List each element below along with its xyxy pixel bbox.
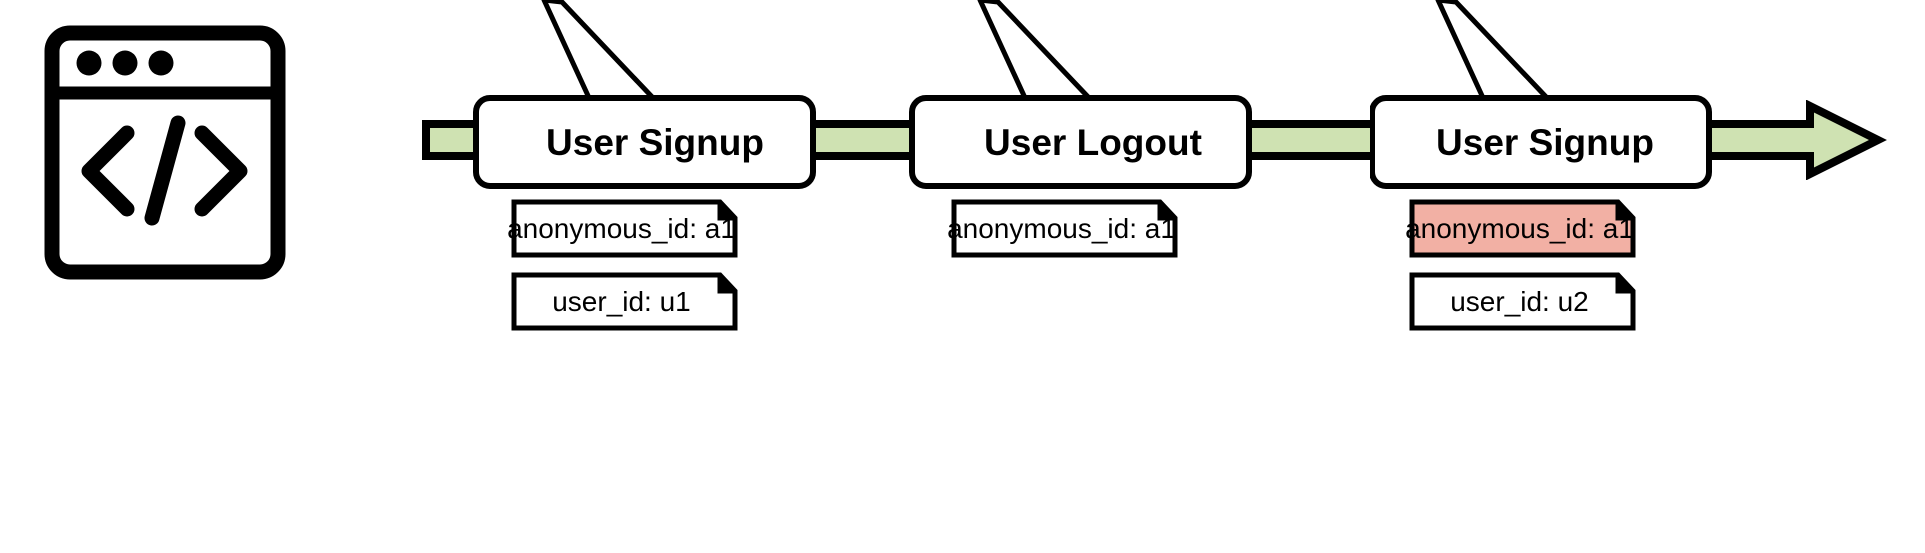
event-group-1: User Signup anonymous_id: a1 user_id: u1 xyxy=(470,0,900,340)
event-tag: anonymous_id: a1 xyxy=(947,213,1176,244)
event-tag-highlighted: anonymous_id: a1 xyxy=(1405,213,1634,244)
event-title: User Signup xyxy=(546,122,764,163)
event-group-2: User Logout anonymous_id: a1 xyxy=(900,0,1330,340)
event-tag: user_id: u1 xyxy=(552,286,691,317)
event-title: User Signup xyxy=(1436,122,1654,163)
event-group-3: User Signup anonymous_id: a1 user_id: u2 xyxy=(1370,0,1800,340)
event-title: User Logout xyxy=(984,122,1202,163)
code-window-icon xyxy=(44,25,286,280)
event-tag: user_id: u2 xyxy=(1450,286,1589,317)
event-tag: anonymous_id: a1 xyxy=(507,213,736,244)
